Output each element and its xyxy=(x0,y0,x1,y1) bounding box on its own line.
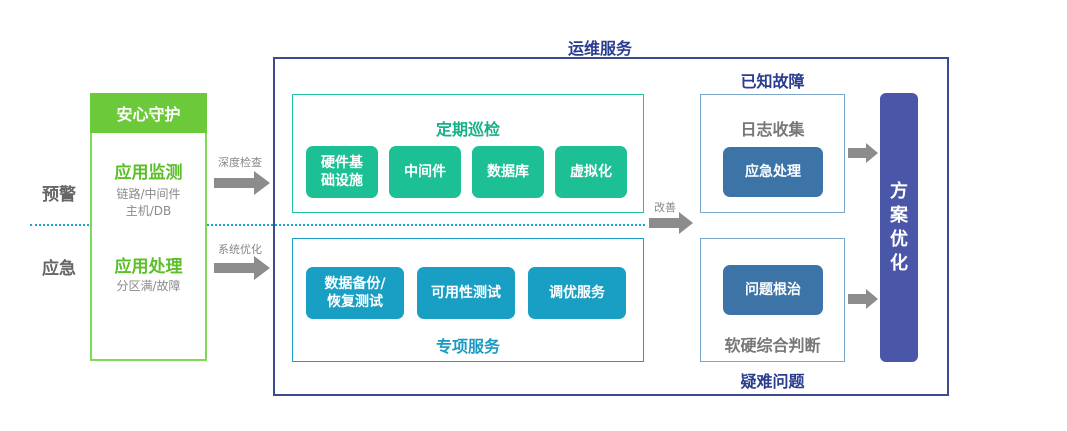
chip-middleware: 中间件 xyxy=(389,146,461,198)
guard-panel-header: 安心守护 xyxy=(90,93,207,133)
ops-service-box xyxy=(273,57,949,396)
arrow-right-icon xyxy=(649,212,693,234)
arrow-right-icon xyxy=(848,143,878,163)
log-collect-title: 日志收集 xyxy=(740,120,805,139)
separator-line xyxy=(30,224,645,226)
ops-service-title: 运维服务 xyxy=(567,39,632,58)
chip-availability: 可用性测试 xyxy=(417,267,515,319)
known-fault-title: 已知故障 xyxy=(740,72,805,91)
plan-optimize-box: 方案优化 xyxy=(880,93,918,362)
app-monitor-sub-1: 链路/中间件 xyxy=(116,187,181,201)
guard-panel xyxy=(90,93,207,361)
chip-hardware: 硬件基础设施 xyxy=(306,146,378,198)
plan-optimize-label: 方案优化 xyxy=(890,180,908,274)
arrow-right-icon xyxy=(214,171,270,195)
inspection-title: 定期巡检 xyxy=(435,120,500,139)
system-opt-label: 系统优化 xyxy=(218,243,262,256)
hard-problem-title: 疑难问题 xyxy=(740,372,805,391)
chip-backup: 数据备份/恢复测试 xyxy=(306,267,404,319)
chip-emergency-handle: 应急处理 xyxy=(723,147,823,197)
deep-check-label: 深度检查 xyxy=(218,156,262,169)
arrow-right-icon xyxy=(214,256,270,280)
app-handle-title: 应用处理 xyxy=(114,257,183,277)
row-label-emergency: 应急 xyxy=(42,259,76,279)
app-handle-sub: 分区满/故障 xyxy=(116,279,181,293)
chip-tuning: 调优服务 xyxy=(528,267,626,319)
row-label-warning: 预警 xyxy=(42,185,76,205)
combined-judge-title: 软硬综合判断 xyxy=(724,336,821,355)
chip-virtualization: 虚拟化 xyxy=(555,146,627,198)
arrow-right-icon xyxy=(848,289,878,309)
app-monitor-sub-2: 主机/DB xyxy=(125,204,172,218)
chip-root-fix: 问题根治 xyxy=(723,265,823,315)
special-title: 专项服务 xyxy=(435,337,500,356)
improve-label: 改善 xyxy=(654,201,676,214)
chip-database: 数据库 xyxy=(472,146,544,198)
app-monitor-title: 应用监测 xyxy=(114,163,183,183)
